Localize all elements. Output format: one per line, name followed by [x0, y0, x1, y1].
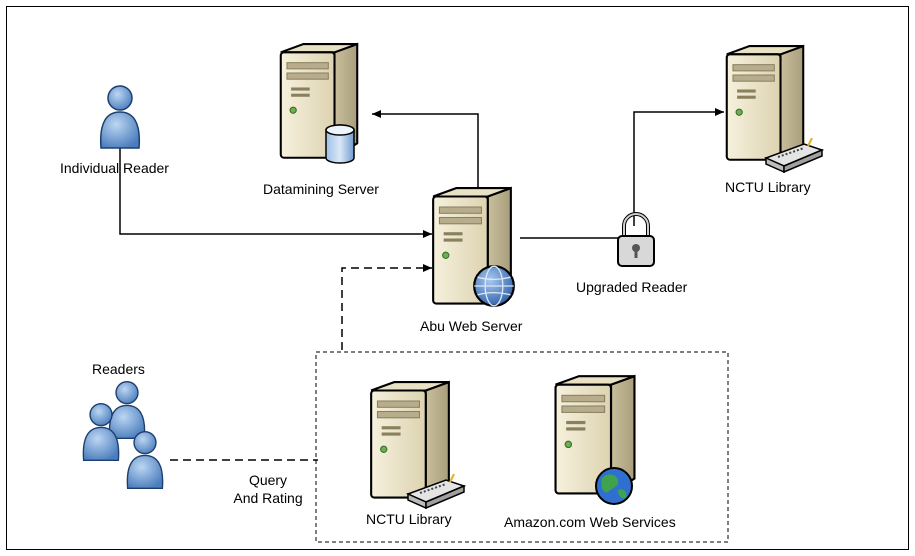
individual-reader-to-abu-line	[119, 130, 432, 238]
datamining-server-icon	[279, 43, 359, 164]
upgraded-reader-padlock-icon	[617, 212, 655, 267]
abu-to-datamining-line	[372, 110, 479, 188]
diagram-frame	[6, 6, 909, 550]
dashed-connectors	[170, 264, 729, 543]
external-services-group-box	[315, 351, 729, 543]
query-label: Query	[248, 472, 288, 488]
abu-web-server-icon	[432, 187, 515, 307]
nctu-library-bottom-label: NCTU Library	[366, 511, 452, 527]
amazon-web-services-label: Amazon.com Web Services	[504, 514, 676, 530]
individual-reader-person-icon	[99, 85, 141, 149]
individual-reader-label: Individual Reader	[60, 160, 169, 176]
upgraded-reader-label: Upgraded Reader	[576, 279, 688, 295]
readers-people-group-icon	[82, 380, 164, 490]
services-to-abu-dashed-line	[341, 264, 432, 350]
nctu-library-top-server-icon	[725, 45, 823, 173]
abu-web-server-label: Abu Web Server	[420, 318, 523, 334]
nctu-library-top-label: NCTU Library	[725, 179, 811, 195]
upgraded-to-nctu-top-line	[633, 108, 724, 226]
readers-label: Readers	[92, 361, 145, 377]
nctu-library-bottom-server-icon	[370, 381, 465, 509]
and-rating-label: And Rating	[233, 490, 303, 506]
connectors	[119, 108, 724, 239]
amazon-web-services-server-icon	[554, 375, 636, 505]
datamining-server-label: Datamining Server	[263, 181, 379, 197]
